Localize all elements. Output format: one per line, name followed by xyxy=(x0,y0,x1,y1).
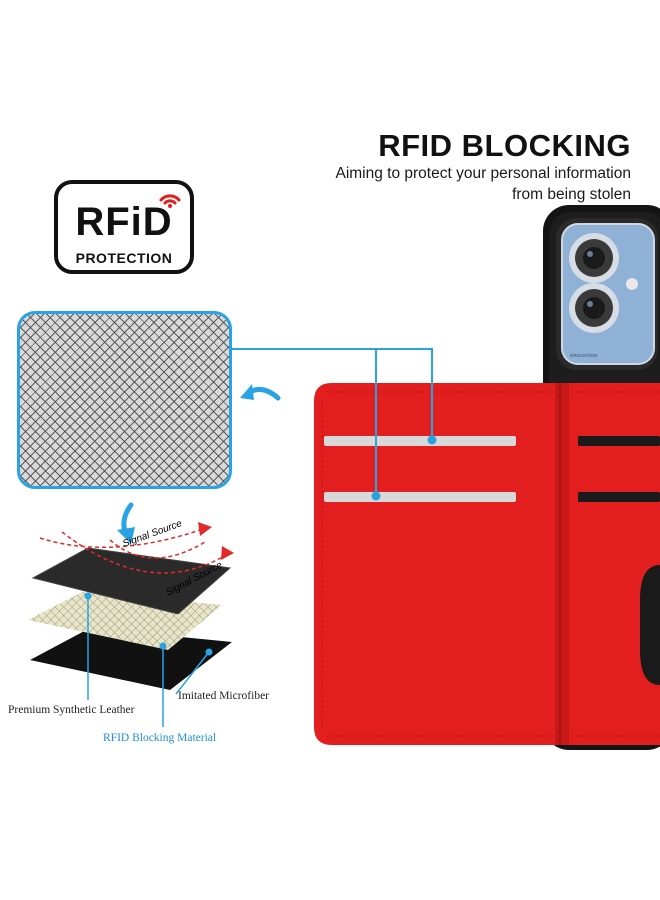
signal-arrow-head-2 xyxy=(221,546,234,560)
card-slot-1 xyxy=(324,436,516,446)
layer-callouts xyxy=(87,596,210,727)
subheadline: Aiming to protect your personal informat… xyxy=(300,163,631,205)
badge-subtitle: PROTECTION xyxy=(75,250,173,266)
connector-lines xyxy=(232,348,437,501)
rfid-mesh-swatch xyxy=(17,311,232,489)
camera-module: INNOVATION xyxy=(556,218,658,370)
wallet-flap xyxy=(314,383,660,745)
rfid-protection-badge: RFiD PROTECTION xyxy=(54,180,194,274)
label-microfiber: Imitated Microfiber xyxy=(178,690,270,702)
curved-arrow-left-icon xyxy=(240,384,281,401)
curved-arrow-down-icon xyxy=(117,502,135,544)
card-slot-2 xyxy=(324,492,516,502)
headline: RFID BLOCKING xyxy=(378,128,631,163)
clasp xyxy=(640,565,660,685)
subheadline-line-1: Aiming to protect your personal informat… xyxy=(335,165,631,182)
layer-stack-diagram xyxy=(28,547,232,690)
wifi-signal-icon xyxy=(159,194,181,208)
card-slot-3 xyxy=(578,436,660,446)
badge-title: RFiD xyxy=(75,200,173,244)
card-slot-4 xyxy=(578,492,660,502)
label-premium-leather: Premium Synthetic Leather xyxy=(8,704,135,716)
signal-arrow-head-1 xyxy=(198,522,212,536)
leather-layer xyxy=(33,548,230,614)
signal-arrows xyxy=(39,529,227,574)
lens-text: INNOVATION xyxy=(570,353,597,358)
label-rfid-material: RFID Blocking Material xyxy=(103,732,217,744)
subheadline-line-2: from being stolen xyxy=(512,186,631,203)
microfiber-layer xyxy=(30,628,232,690)
